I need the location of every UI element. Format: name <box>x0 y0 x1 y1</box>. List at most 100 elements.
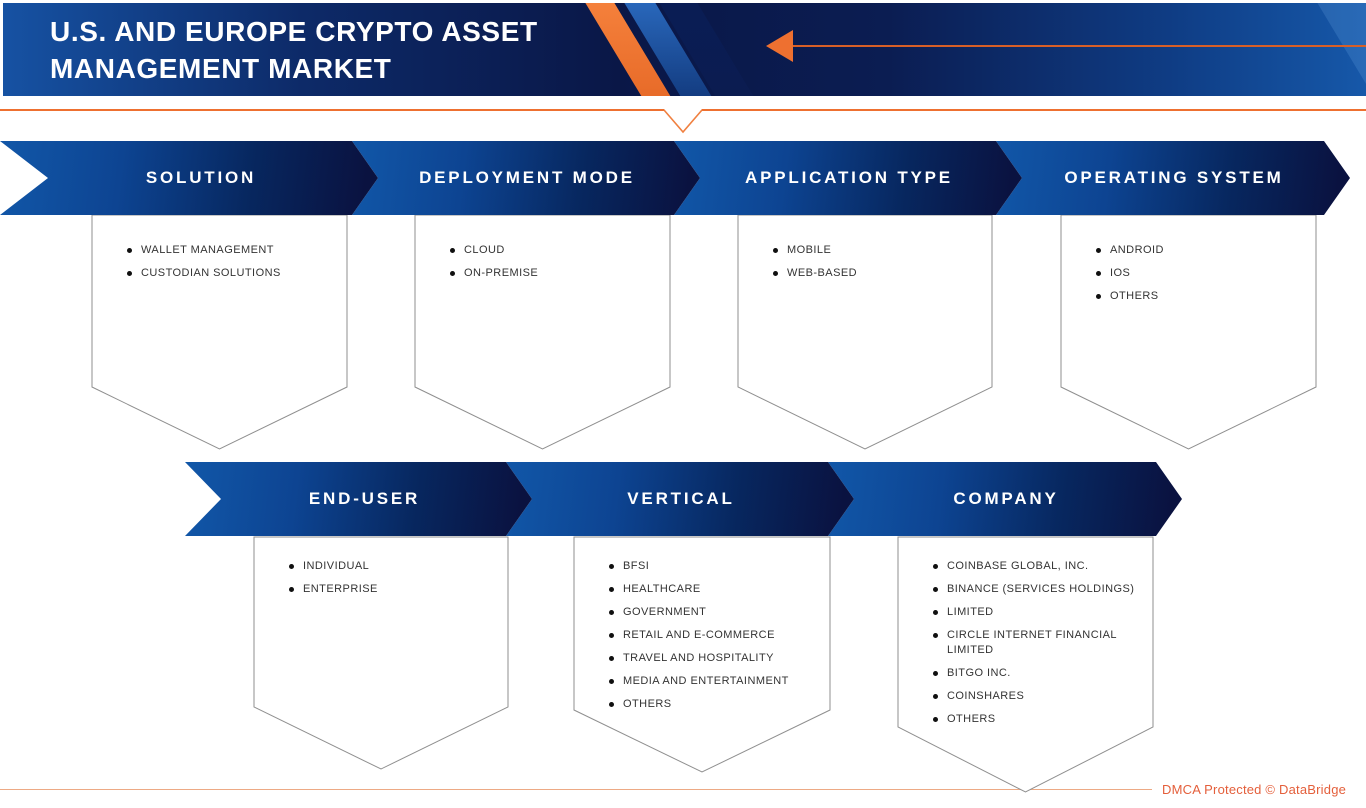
list-item-label: IOS <box>1110 267 1131 279</box>
segment-item-list: WALLET MANAGEMENT CUSTODIAN SOLUTIONS <box>127 243 341 289</box>
bullet-dot-icon <box>127 271 132 276</box>
bullet-dot-icon <box>933 671 938 676</box>
list-item: COINBASE GLOBAL, INC. <box>933 559 1147 574</box>
list-item: MEDIA AND ENTERTAINMENT <box>609 674 824 689</box>
segment-item-list: CLOUD ON-PREMISE <box>450 243 664 289</box>
bullet-dot-icon <box>933 564 938 569</box>
list-item: OTHERS <box>609 697 824 712</box>
segment-label: SOLUTION <box>145 168 257 187</box>
list-item: TRAVEL AND HOSPITALITY <box>609 651 824 666</box>
bullet-dot-icon <box>450 271 455 276</box>
list-item: CUSTODIAN SOLUTIONS <box>127 266 341 281</box>
list-item: ANDROID <box>1096 243 1310 258</box>
segment-item-list: MOBILE WEB-BASED <box>773 243 986 289</box>
segment-item-list: INDIVIDUAL ENTERPRISE <box>289 559 502 605</box>
list-item-label: OTHERS <box>623 698 672 710</box>
list-item: LIMITED <box>933 605 1147 620</box>
segment-box <box>737 214 993 450</box>
list-item-label: CIRCLE INTERNET FINANCIAL LIMITED <box>947 629 1117 656</box>
list-item: OTHERS <box>933 712 1147 727</box>
list-item: BITGO INC. <box>933 666 1147 681</box>
segment-label: APPLICATION TYPE <box>745 168 953 187</box>
bullet-dot-icon <box>773 248 778 253</box>
list-item-label: ON-PREMISE <box>464 267 539 279</box>
bullet-dot-icon <box>609 610 614 615</box>
segment-item-list: COINBASE GLOBAL, INC. BINANCE (SERVICES H… <box>933 559 1147 735</box>
decor-stripe-glow <box>1315 3 1366 96</box>
segment-label: DEPLOYMENT MODE <box>419 168 635 187</box>
segment-box <box>414 214 671 450</box>
bullet-dot-icon <box>289 564 294 569</box>
segment-item-list: BFSI HEALTHCARE GOVERNMENT RETAIL AND E-COM… <box>609 559 824 720</box>
bullet-dot-icon <box>773 271 778 276</box>
list-item: HEALTHCARE <box>609 582 824 597</box>
list-item-label: BINANCE (SERVICES HOLDINGS) <box>947 583 1135 595</box>
segment-box <box>897 536 1154 793</box>
segment-item-list: ANDROID IOS OTHERS <box>1096 243 1310 312</box>
list-item: WALLET MANAGEMENT <box>127 243 341 258</box>
footer-line <box>0 789 1152 790</box>
bullet-dot-icon <box>1096 294 1101 299</box>
list-item-label: GOVERNMENT <box>623 606 707 618</box>
bullet-dot-icon <box>933 587 938 592</box>
list-item-label: WEB-BASED <box>787 267 858 279</box>
segment-arrow-application-type: APPLICATION TYPE <box>674 141 1022 215</box>
list-item-label: WALLET MANAGEMENT <box>141 244 274 256</box>
header-banner: U.S. AND EUROPE CRYPTO ASSET MANAGEMENT … <box>3 3 1366 96</box>
list-item-label: ENTERPRISE <box>303 583 378 595</box>
segment-arrow-deployment-mode: DEPLOYMENT MODE <box>352 141 700 215</box>
page-title-line2: MANAGEMENT MARKET <box>50 53 392 84</box>
list-item-label: CLOUD <box>464 244 505 256</box>
segment-label: VERTICAL <box>627 489 735 508</box>
list-item-label: RETAIL AND E-COMMERCE <box>623 629 775 641</box>
segment-box <box>573 536 831 773</box>
list-item-label: OTHERS <box>947 713 996 725</box>
bullet-dot-icon <box>609 564 614 569</box>
bullet-dot-icon <box>289 587 294 592</box>
segment-arrow-vertical: VERTICAL <box>506 462 854 536</box>
segment-arrow-company: COMPANY <box>828 462 1182 536</box>
list-item-label: MOBILE <box>787 244 832 256</box>
dmca-notice: DMCA Protected © DataBridge <box>1162 782 1347 797</box>
bullet-dot-icon <box>450 248 455 253</box>
list-item: CLOUD <box>450 243 664 258</box>
segment-arrow-end-user: END-USER <box>185 462 532 536</box>
bullet-dot-icon <box>933 694 938 699</box>
bullet-dot-icon <box>609 679 614 684</box>
list-item-label: INDIVIDUAL <box>303 560 370 572</box>
segment-arrow-operating-system: OPERATING SYSTEM <box>996 141 1350 215</box>
list-item: RETAIL AND E-COMMERCE <box>609 628 824 643</box>
list-item-label: ANDROID <box>1110 244 1164 256</box>
down-chevron-icon <box>663 109 703 134</box>
list-item: INDIVIDUAL <box>289 559 502 574</box>
list-item: ENTERPRISE <box>289 582 502 597</box>
segment-label: COMPANY <box>953 489 1059 508</box>
segment-label: OPERATING SYSTEM <box>1064 168 1284 187</box>
bullet-dot-icon <box>609 656 614 661</box>
header-arrow-line <box>793 45 1366 47</box>
list-item-label: OTHERS <box>1110 290 1159 302</box>
segment-box <box>91 214 348 450</box>
list-item: ON-PREMISE <box>450 266 664 281</box>
bullet-dot-icon <box>609 633 614 638</box>
segment-box <box>253 536 509 770</box>
left-arrow-icon <box>766 30 793 62</box>
list-item: OTHERS <box>1096 289 1310 304</box>
list-item-label: MEDIA AND ENTERTAINMENT <box>623 675 789 687</box>
list-item: WEB-BASED <box>773 266 986 281</box>
list-item: GOVERNMENT <box>609 605 824 620</box>
list-item-label: LIMITED <box>947 606 994 618</box>
segment-box <box>1060 214 1317 450</box>
bullet-dot-icon <box>609 702 614 707</box>
list-item-label: CUSTODIAN SOLUTIONS <box>141 267 281 279</box>
list-item-label: COINSHARES <box>947 690 1025 702</box>
bullet-dot-icon <box>1096 248 1101 253</box>
list-item-label: BITGO INC. <box>947 667 1011 679</box>
list-item: BFSI <box>609 559 824 574</box>
bullet-dot-icon <box>127 248 132 253</box>
list-item: MOBILE <box>773 243 986 258</box>
list-item: BINANCE (SERVICES HOLDINGS) <box>933 582 1147 597</box>
bullet-dot-icon <box>933 717 938 722</box>
segment-arrow-solution: SOLUTION <box>0 141 378 215</box>
